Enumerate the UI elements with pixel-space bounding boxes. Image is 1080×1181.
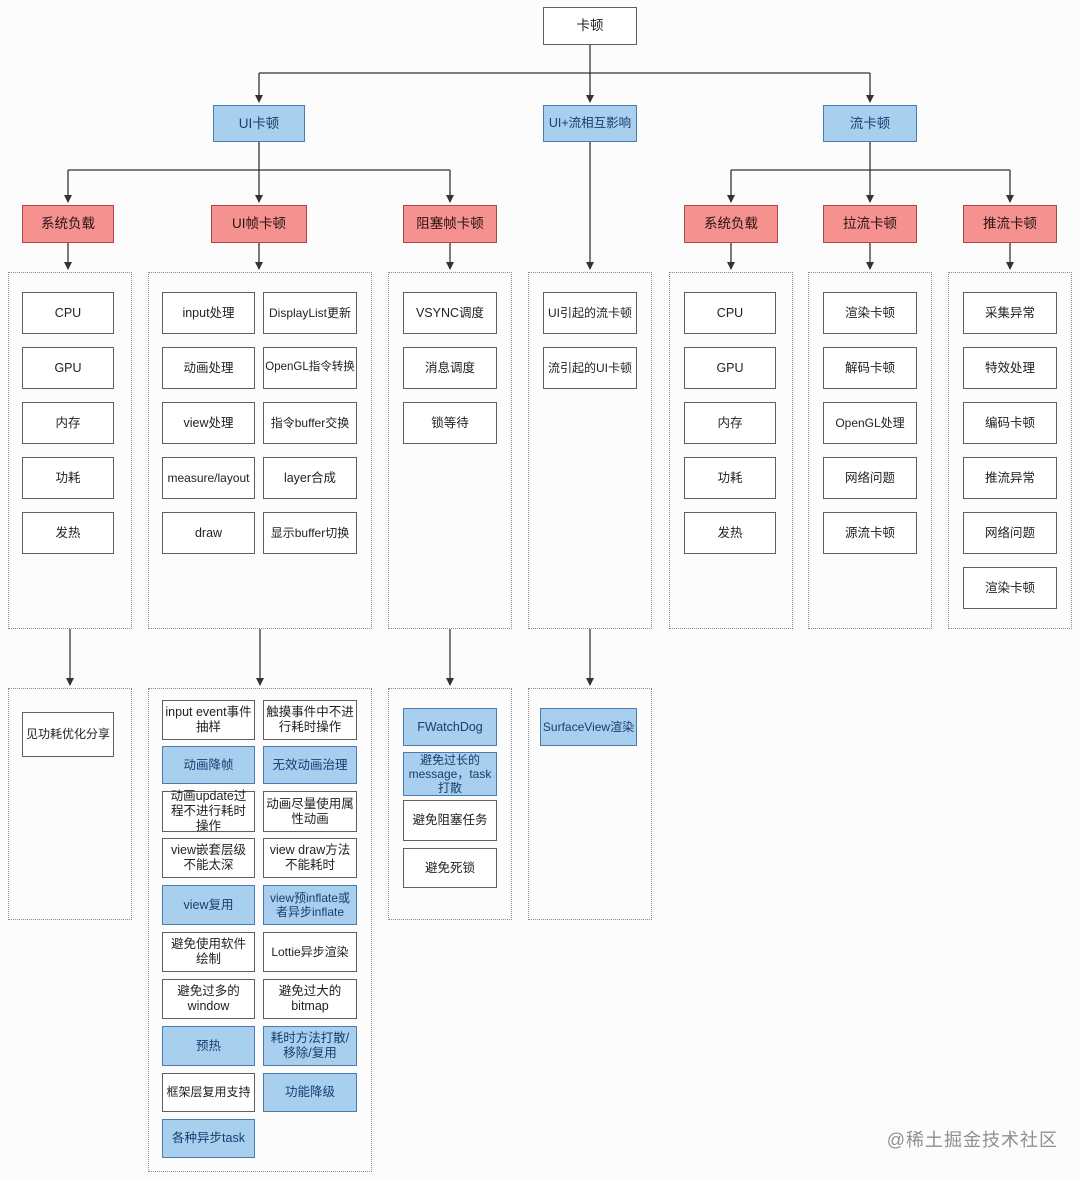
group-ui-frame-solution-item-8: view复用 (162, 885, 255, 925)
group-block-frame-solution-item-2: 避免阻塞任务 (403, 800, 497, 841)
group-ui-frame-lag-item-4: view处理 (162, 402, 255, 444)
group-ui-frame-lag-item-5: 指令buffer交换 (263, 402, 357, 444)
group-ui-stream-mutual-item-0: UI引起的流卡顿 (543, 292, 637, 334)
group-block-frame-solution-item-1: 避免过长的message，task打散 (403, 752, 497, 796)
node-ui-frame-lag: UI帧卡顿 (211, 205, 307, 243)
group-system-load-stream-item-3: 功耗 (684, 457, 776, 499)
group-ui-frame-solution-item-13: 避免过大的bitmap (263, 979, 357, 1019)
group-system-load-ui-item-0: CPU (22, 292, 114, 334)
group-push-stream-lag-item-5: 渲染卡顿 (963, 567, 1057, 609)
group-ui-frame-solution-item-18: 各种异步task (162, 1119, 255, 1158)
group-ui-stream-solution-item-0: SurfaceView渲染 (540, 708, 637, 746)
group-push-stream-lag-item-4: 网络问题 (963, 512, 1057, 554)
group-system-load-ui-solution-item-0: 见功耗优化分享 (22, 712, 114, 757)
group-ui-frame-solution-item-1: 触摸事件中不进行耗时操作 (263, 700, 357, 740)
group-system-load-ui-item-1: GPU (22, 347, 114, 389)
group-system-load-stream-item-4: 发热 (684, 512, 776, 554)
group-block-frame-lag-item-2: 锁等待 (403, 402, 497, 444)
group-ui-frame-lag-item-3: OpenGL指令转换 (263, 347, 357, 389)
group-system-load-ui-solution (8, 688, 132, 920)
group-ui-frame-lag-item-8: draw (162, 512, 255, 554)
group-block-frame-solution-item-3: 避免死锁 (403, 848, 497, 888)
group-ui-frame-solution-item-0: input event事件抽样 (162, 700, 255, 740)
group-system-load-ui-item-3: 功耗 (22, 457, 114, 499)
group-pull-stream-lag-item-4: 源流卡顿 (823, 512, 917, 554)
group-ui-frame-lag-item-0: input处理 (162, 292, 255, 334)
watermark: @稀土掘金技术社区 (886, 1130, 1058, 1150)
node-pull-stream-lag: 拉流卡顿 (823, 205, 917, 243)
group-ui-frame-solution-item-4: 动画update过程不进行耗时操作 (162, 789, 255, 833)
group-pull-stream-lag-item-1: 解码卡顿 (823, 347, 917, 389)
group-block-frame-solution-item-0: FWatchDog (403, 708, 497, 746)
group-block-frame-solution (388, 688, 512, 920)
group-push-stream-lag-item-1: 特效处理 (963, 347, 1057, 389)
group-block-frame-lag (388, 272, 512, 629)
group-ui-stream-mutual-item-1: 流引起的UI卡顿 (543, 347, 637, 389)
node-ui-stream-mutual: UI+流相互影响 (543, 105, 637, 142)
group-ui-frame-solution-item-3: 无效动画治理 (263, 746, 357, 784)
group-push-stream-lag-item-3: 推流异常 (963, 457, 1057, 499)
group-ui-frame-solution-item-16: 框架层复用支持 (162, 1073, 255, 1112)
group-system-load-ui-item-4: 发热 (22, 512, 114, 554)
group-ui-frame-lag-item-2: 动画处理 (162, 347, 255, 389)
group-block-frame-lag-item-0: VSYNC调度 (403, 292, 497, 334)
group-block-frame-lag-item-1: 消息调度 (403, 347, 497, 389)
group-system-load-ui-item-2: 内存 (22, 402, 114, 444)
group-ui-frame-solution-item-5: 动画尽量使用属性动画 (263, 791, 357, 832)
group-system-load-stream-item-1: GPU (684, 347, 776, 389)
group-pull-stream-lag-item-3: 网络问题 (823, 457, 917, 499)
node-push-stream-lag: 推流卡顿 (963, 205, 1057, 243)
group-system-load-stream-item-2: 内存 (684, 402, 776, 444)
group-push-stream-lag (948, 272, 1072, 629)
group-ui-frame-solution-item-9: view预inflate或者异步inflate (263, 885, 357, 925)
group-ui-frame-solution-item-14: 预热 (162, 1026, 255, 1066)
group-ui-frame-lag-item-6: measure/layout (162, 457, 255, 499)
group-ui-frame-lag (148, 272, 372, 629)
group-system-load-stream-item-0: CPU (684, 292, 776, 334)
group-ui-frame-solution-item-11: Lottie异步渲染 (263, 932, 357, 972)
node-root-lag: 卡顿 (543, 7, 637, 45)
node-ui-lag: UI卡顿 (213, 105, 305, 142)
group-ui-frame-solution-item-17: 功能降级 (263, 1073, 357, 1112)
group-ui-frame-lag-item-9: 显示buffer切换 (263, 512, 357, 554)
group-ui-frame-solution (148, 688, 372, 1172)
group-push-stream-lag-item-0: 采集异常 (963, 292, 1057, 334)
group-ui-stream-mutual (528, 272, 652, 629)
group-ui-frame-lag-item-7: layer合成 (263, 457, 357, 499)
group-system-load-stream (669, 272, 793, 629)
node-system-load-stream: 系统负载 (684, 205, 778, 243)
node-block-frame-lag: 阻塞帧卡顿 (403, 205, 497, 243)
group-ui-frame-solution-item-12: 避免过多的window (162, 979, 255, 1019)
group-ui-frame-solution-item-6: view嵌套层级不能太深 (162, 838, 255, 878)
group-pull-stream-lag-item-2: OpenGL处理 (823, 402, 917, 444)
group-system-load-ui (8, 272, 132, 629)
group-pull-stream-lag (808, 272, 932, 629)
group-ui-frame-lag-item-1: DisplayList更新 (263, 292, 357, 334)
node-stream-lag: 流卡顿 (823, 105, 917, 142)
group-ui-frame-solution-item-2: 动画降帧 (162, 746, 255, 784)
group-ui-stream-solution (528, 688, 652, 920)
group-pull-stream-lag-item-0: 渲染卡顿 (823, 292, 917, 334)
group-ui-frame-solution-item-15: 耗时方法打散/移除/复用 (263, 1026, 357, 1066)
group-push-stream-lag-item-2: 编码卡顿 (963, 402, 1057, 444)
node-system-load-ui: 系统负载 (22, 205, 114, 243)
group-ui-frame-solution-item-10: 避免使用软件绘制 (162, 932, 255, 972)
group-ui-frame-solution-item-7: view draw方法不能耗时 (263, 838, 357, 878)
